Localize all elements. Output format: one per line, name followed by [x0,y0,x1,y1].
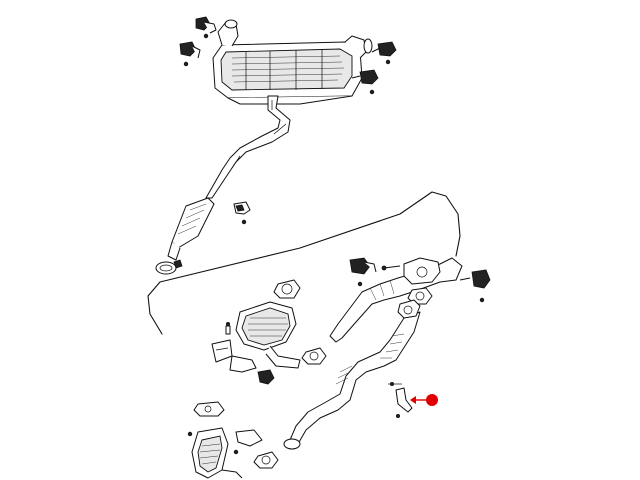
bolt [187,431,239,455]
pipe-clamp [155,259,183,275]
heat-shield [211,339,257,373]
isolator [349,257,377,287]
gasket [301,347,327,365]
flange [403,257,441,285]
heat-shield [235,429,263,447]
catalytic-converter-right [235,301,301,369]
muffler-hanger [351,69,379,95]
bolt [381,265,401,271]
callout-marker [410,394,438,406]
isolator [233,201,251,225]
bolt [225,321,231,335]
muffler-hanger [371,41,397,65]
rear-muffler [212,19,373,105]
muffler-hanger [195,16,217,39]
gasket [193,401,225,417]
isolator [459,269,491,303]
intermediate-pipe [205,95,291,199]
resonator [167,197,215,261]
gasket [273,279,301,299]
bracket-fastener [388,381,413,418]
catalytic-converter-left [191,427,243,479]
filled-circle-icon [426,394,438,406]
gasket [397,299,421,319]
gasket [253,451,279,469]
group-outline [147,191,461,335]
muffler-hanger [179,41,201,67]
nut [257,369,275,385]
